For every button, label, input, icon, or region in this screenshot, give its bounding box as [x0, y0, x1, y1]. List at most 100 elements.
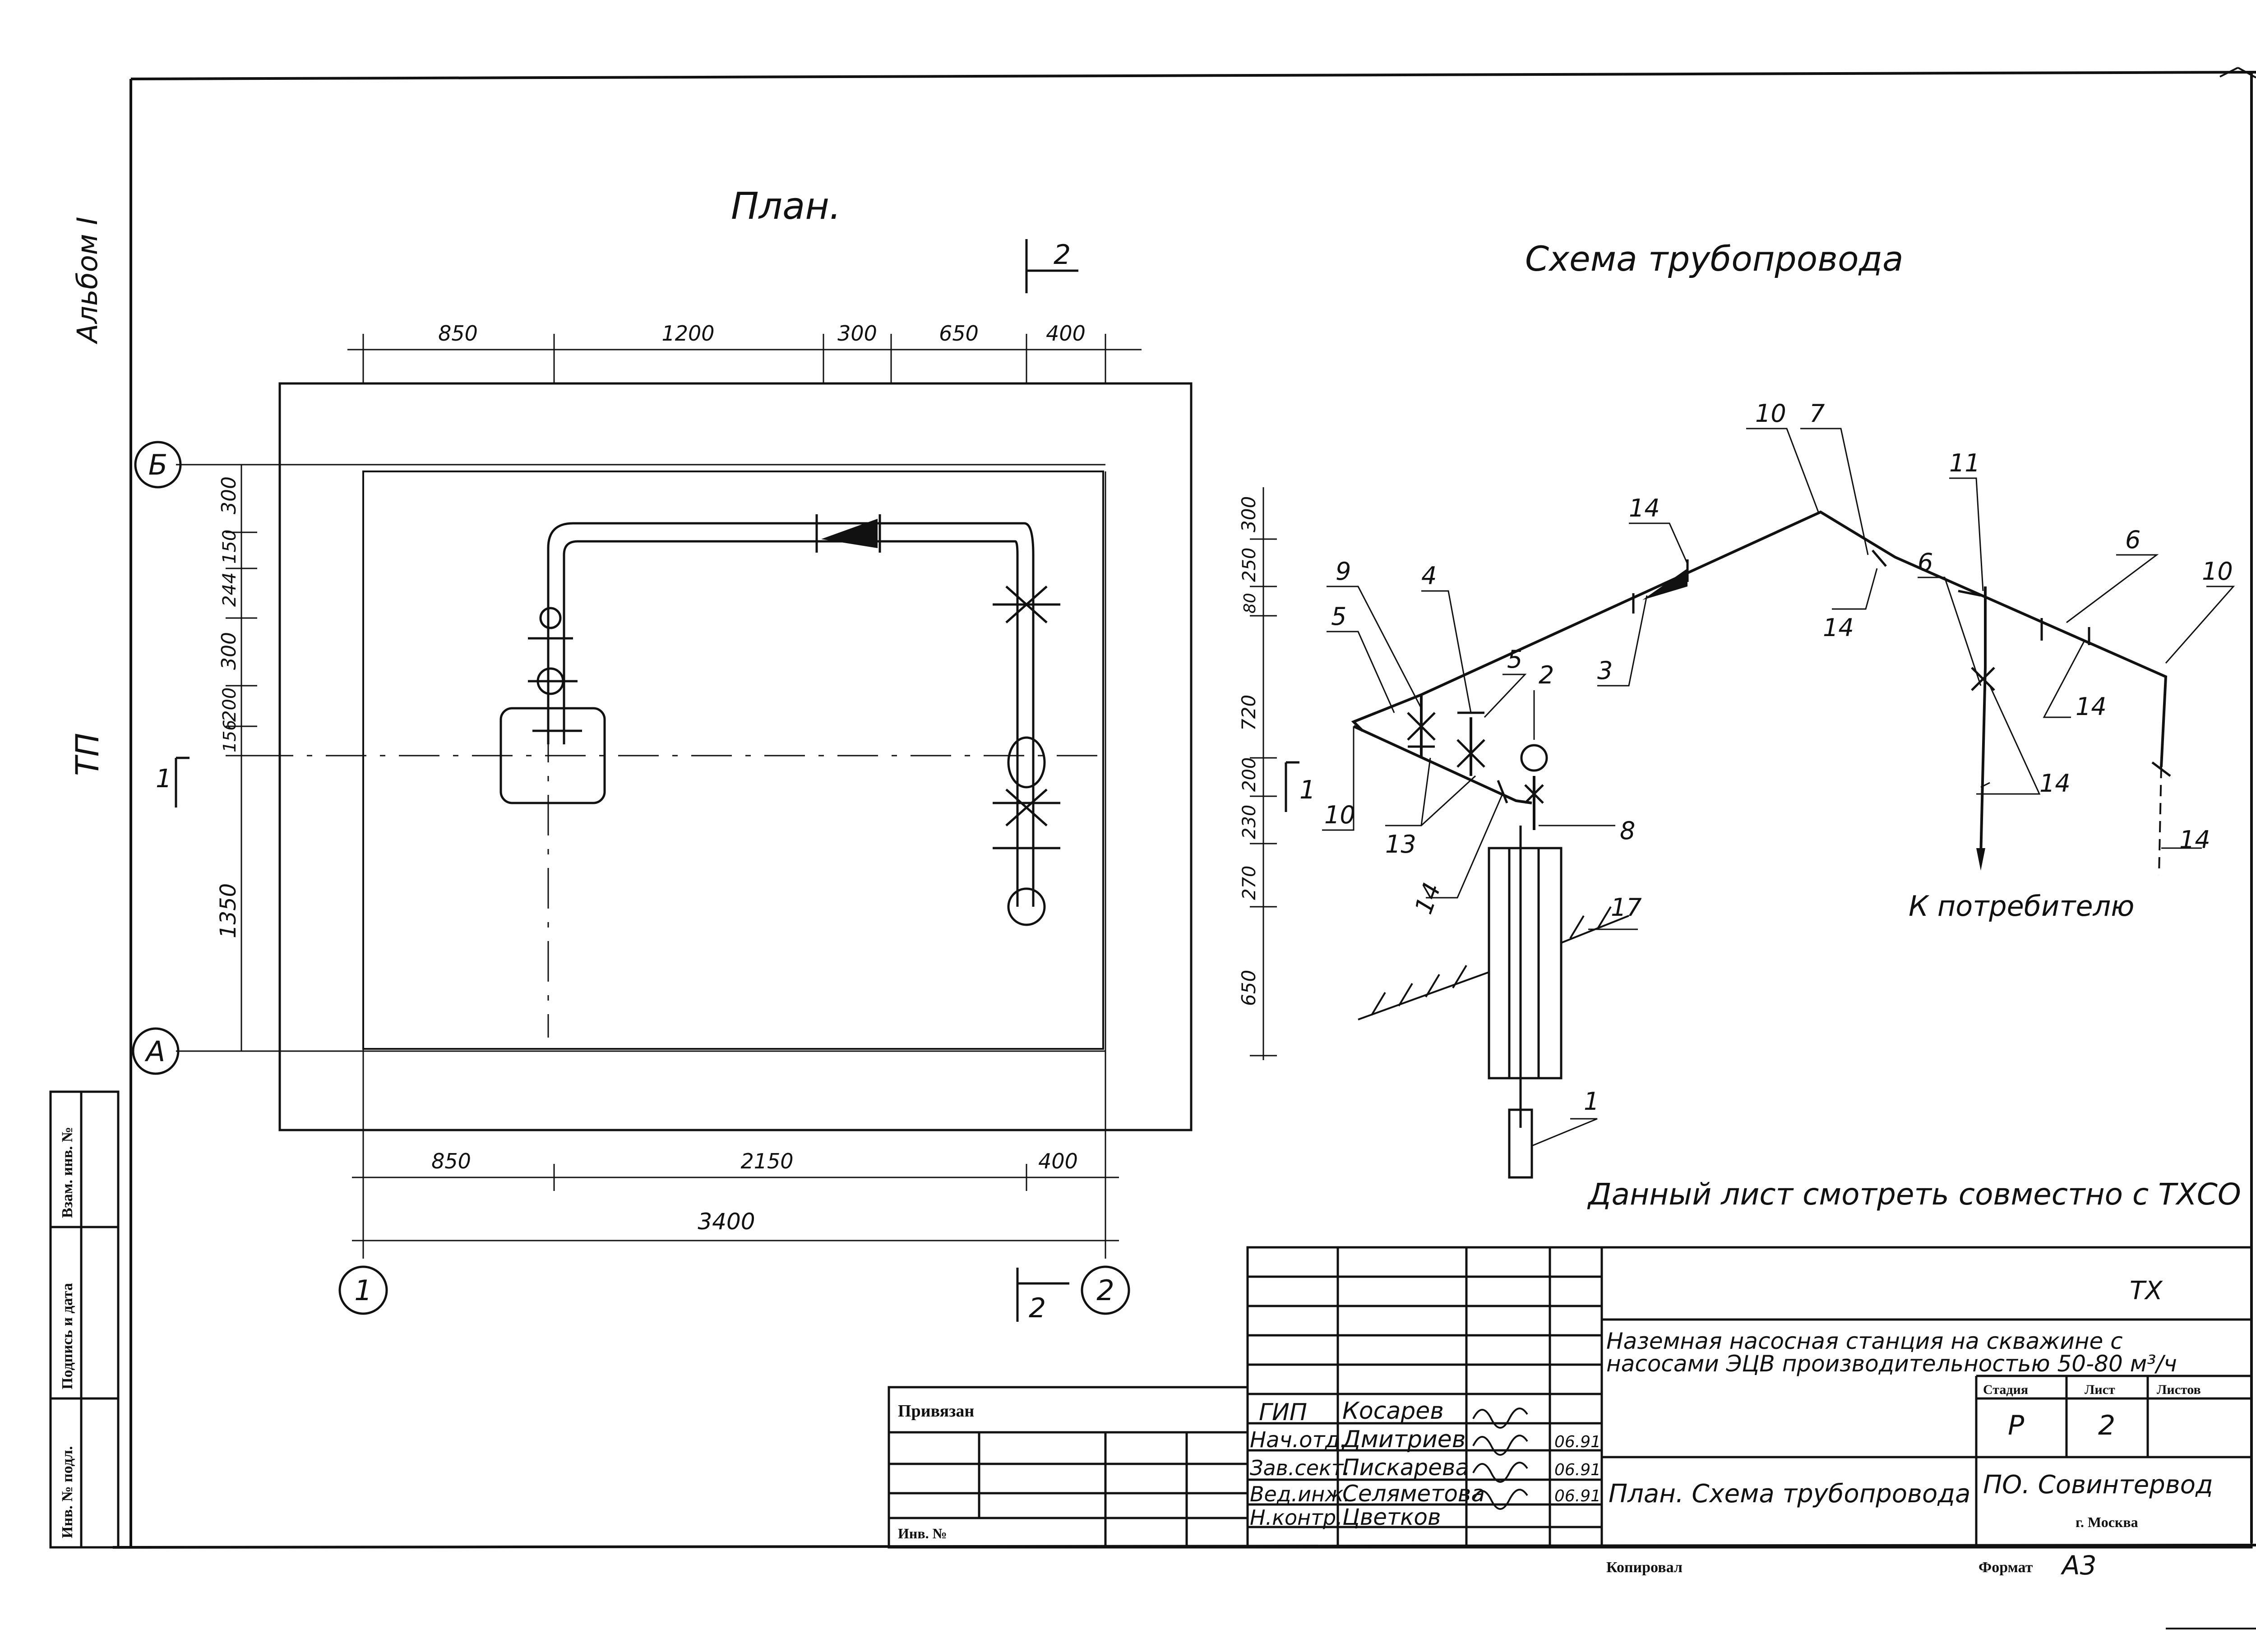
tb-sheet: 2 [2098, 1410, 2115, 1441]
tb-format: А3 [2060, 1550, 2097, 1581]
callout-7: 7 [1809, 399, 1825, 428]
tb-inv-no: Инв. № [898, 1525, 947, 1541]
tb-name-5: Цветков [1342, 1504, 1441, 1530]
plan-top-dim-4: 650 [939, 321, 979, 346]
tb-project-title-2: насосами ЭЦВ производительностью 50-80 м… [1606, 1351, 2177, 1377]
callout-3: 3 [1597, 656, 1613, 685]
callout-14-right-a: 14 [2076, 692, 2107, 721]
plan-section-mark-top [1025, 239, 1078, 293]
scheme-left-dim-chain [1250, 487, 1277, 1060]
tb-format-label: Формат [1979, 1559, 2033, 1576]
scheme-left-dim-1: 300 [1238, 496, 1260, 532]
scheme-left-dim-5: 200 [1239, 757, 1260, 792]
scheme-reducer [1642, 568, 1687, 600]
callout-2: 2 [1539, 661, 1554, 689]
stamp-label-replaced: Взам. инв. № [59, 1127, 76, 1218]
scheme-left-dim-6: 230 [1239, 805, 1260, 839]
plan-section-mark-bottom [1016, 1268, 1069, 1322]
consumer-arrow [1976, 848, 1985, 871]
scheme-leaders [1322, 428, 2235, 1147]
scheme-pipeline [1351, 510, 2168, 858]
scheme-dashed-leads [2158, 766, 2162, 876]
tb-name-1: Косарев [1342, 1398, 1444, 1425]
tb-signer-row-2: Нач.отд. Дмитриев 06.91 [1250, 1426, 1601, 1453]
callout-1: 1 [1584, 1087, 1599, 1116]
tb-sheets-label: Листов [2157, 1382, 2201, 1397]
callout-9: 9 [1336, 557, 1351, 586]
tb-name-4: Селяметова [1342, 1481, 1485, 1507]
scheme-left-dim-7: 270 [1239, 866, 1260, 900]
tb-role-4: Вед.инж. [1250, 1482, 1350, 1506]
plan-bottom-dim-chain [352, 1164, 1119, 1241]
album-label: Альбом I [71, 217, 104, 345]
tb-copied: Копировал [1606, 1559, 1683, 1576]
plan-bottom-dim-1: 850 [431, 1149, 471, 1173]
scheme-left-dim-8: 650 [1238, 970, 1260, 1006]
plan-section-mark-top-label: 2 [1054, 239, 1071, 271]
plan-left-dim-1: 300 [217, 476, 240, 514]
room-outline [362, 471, 1104, 1050]
plan-left-dim-5: 200 [219, 688, 240, 722]
tb-role-5: Н.контр. [1250, 1505, 1343, 1530]
sheet-frame [112, 71, 2256, 1549]
axis-bubble-b: Б [134, 441, 182, 489]
tb-signer-row-4: Вед.инж. Селяметова 06.91 [1250, 1481, 1601, 1507]
corner-marks [2166, 67, 2256, 1629]
plan-left-dim-chain [226, 464, 257, 1052]
callout-6-mid: 6 [1918, 548, 1933, 577]
stamp-label-original: Инв. № подл. [59, 1446, 76, 1538]
plan-fittings [528, 514, 1060, 926]
callout-14-right-b: 14 [2039, 769, 2071, 798]
callout-4: 4 [1421, 562, 1437, 590]
svg-text:А: А [144, 1035, 165, 1068]
tb-sheet-title: План. Схема трубопровода [1609, 1479, 1970, 1509]
plan-bottom-dim-2: 2150 [740, 1149, 793, 1173]
callout-14-bottom: 14 [1409, 879, 1447, 918]
tb-role-1: ГИП [1259, 1399, 1307, 1426]
tb-project-title-1: Наземная насосная станция на скважине с [1606, 1328, 2123, 1354]
tb-code: ТХ [2130, 1276, 2163, 1306]
callout-10-left: 10 [1324, 801, 1355, 829]
plan-left-dim-7: 1350 [216, 883, 241, 938]
plan-title: План. [731, 185, 841, 228]
plan-left-dim-3: 244 [219, 572, 240, 607]
callout-11: 11 [1949, 449, 1980, 477]
callout-8: 8 [1620, 817, 1635, 845]
scheme-left-dim-2: 250 [1239, 548, 1260, 582]
callout-14-far-right: 14 [2179, 826, 2210, 854]
callout-14-top: 14 [1629, 494, 1660, 522]
tb-stage-label: Стадия [1983, 1382, 2028, 1397]
plan-section-mark-left [175, 757, 190, 808]
tb-role-2: Нач.отд. [1250, 1427, 1347, 1453]
scheme-title: Схема трубопровода [1525, 239, 1904, 279]
well-casing [1488, 826, 1563, 1179]
scheme-section-mark [1285, 761, 1299, 812]
scheme-left-dim-3: 80 [1241, 593, 1259, 614]
tb-signer-row-3: Зав.сект. Пискарева 06.91 [1250, 1454, 1601, 1481]
plan-top-dim-3: 300 [837, 321, 877, 346]
tb-date-3: 06.91 [1554, 1461, 1601, 1479]
tb-signer-row-5: Н.контр. Цветков [1250, 1504, 1441, 1530]
tb-organization: ПО. Совинтервод [1983, 1470, 2213, 1500]
callout-5-mid: 5 [1507, 645, 1522, 674]
plan-pipeline [547, 522, 1035, 907]
ground-line [1358, 906, 1629, 1020]
callout-14-mid: 14 [1823, 614, 1854, 642]
plan-bottom-dim-3: 400 [1038, 1149, 1078, 1173]
tb-privyazan: Привязан [898, 1402, 974, 1421]
tb-name-3: Пискарева [1342, 1454, 1469, 1481]
callout-17: 17 [1611, 893, 1642, 922]
tb-name-2: Дмитриев [1341, 1426, 1465, 1453]
plan-total-dim: 3400 [698, 1209, 755, 1235]
tb-sheet-label: Лист [2085, 1382, 2115, 1397]
plan-reducer [821, 519, 878, 548]
plan-section-mark-left-label: 1 [156, 764, 172, 794]
left-stamp-strip [49, 1090, 120, 1549]
tb-signer-row-1: ГИП Косарев [1259, 1398, 1444, 1426]
plan-top-dim-5: 400 [1046, 321, 1086, 346]
callout-10-top: 10 [1755, 399, 1786, 428]
tb-date-2: 06.91 [1554, 1433, 1601, 1451]
plan-pump-pad [499, 707, 606, 804]
plan-top-dim-2: 1200 [661, 321, 714, 346]
tb-stage: Р [2008, 1410, 2025, 1441]
